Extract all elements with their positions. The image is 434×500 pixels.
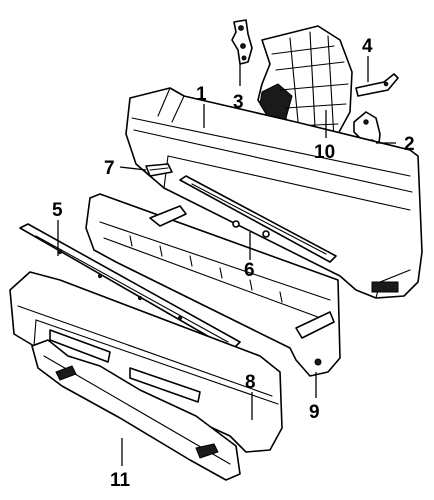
part-6-molding [179, 175, 337, 263]
callout-11: 11 [110, 470, 131, 491]
callout-4: 4 [362, 36, 373, 57]
callout-7: 7 [104, 158, 115, 179]
part-5-molding [19, 223, 241, 351]
part-3-bracket [231, 19, 253, 65]
callout-10: 10 [314, 142, 335, 163]
part-11-deflector [31, 339, 241, 481]
callout-9: 9 [309, 402, 320, 423]
part-9-reinforcement [85, 193, 341, 377]
callout-3: 3 [233, 92, 244, 113]
part-8-face-bar [9, 271, 283, 453]
callout-6: 6 [244, 260, 255, 281]
callout-5: 5 [52, 200, 63, 221]
part-4-rod [355, 73, 399, 97]
callout-1: 1 [196, 84, 207, 105]
callout-8: 8 [245, 372, 256, 393]
callout-leaders [57, 56, 396, 466]
callout-2: 2 [404, 134, 415, 155]
part-7-filler [145, 163, 173, 177]
